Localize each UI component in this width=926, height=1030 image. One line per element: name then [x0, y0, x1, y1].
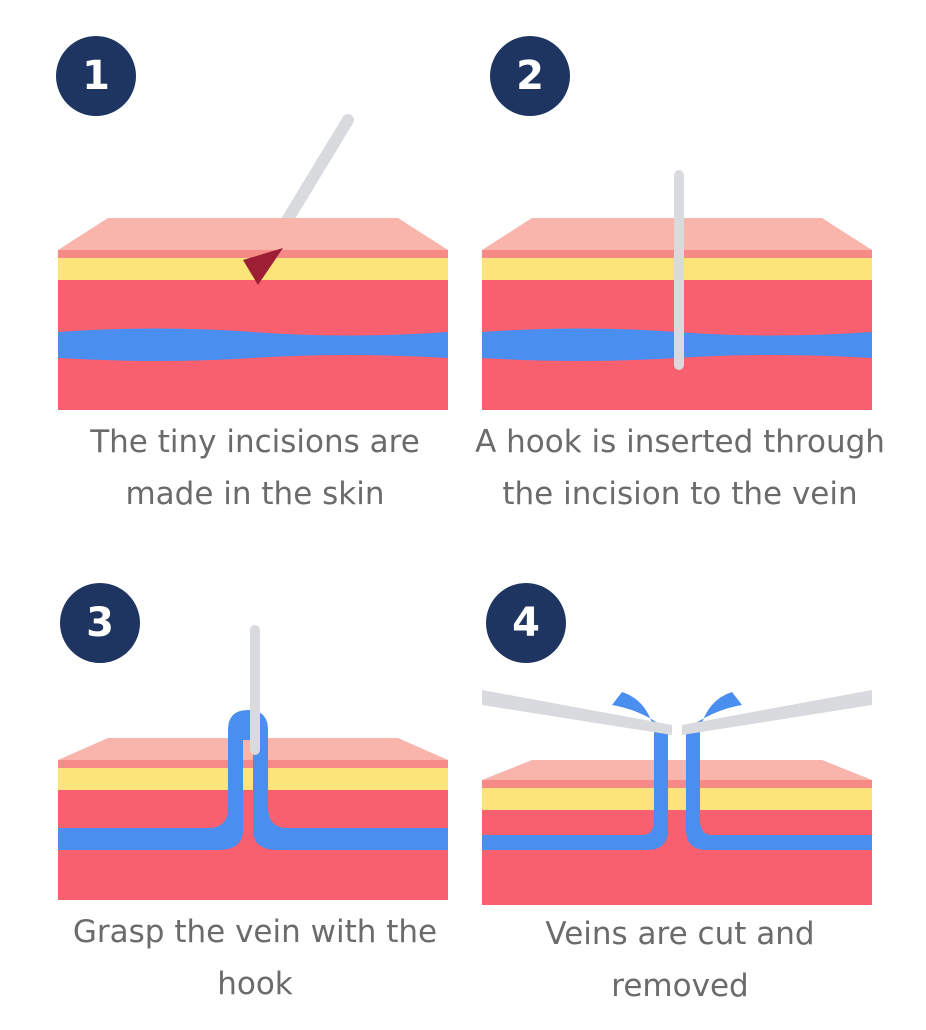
caption-line: Grasp the vein with the — [72, 914, 438, 950]
step-4-badge: 4 — [486, 583, 566, 663]
step-2-illustration — [482, 170, 872, 410]
caption-line: A hook is inserted through — [475, 424, 885, 460]
caption-line: hook — [217, 966, 293, 1002]
step-2-caption: A hook is inserted through the incision … — [460, 416, 900, 520]
step-4-illustration — [482, 690, 872, 905]
step-3-badge: 3 — [60, 583, 140, 663]
caption-line: the incision to the vein — [502, 476, 858, 512]
step-1-caption: The tiny incisions are made in the skin — [35, 416, 475, 520]
step-3-caption: Grasp the vein with the hook — [35, 906, 475, 1010]
step-2-badge: 2 — [490, 36, 570, 116]
caption-line: removed — [611, 968, 749, 1004]
caption-line: made in the skin — [125, 476, 385, 512]
caption-line: The tiny incisions are — [90, 424, 420, 460]
caption-line: Veins are cut and — [545, 916, 815, 952]
step-4-caption: Veins are cut and removed — [460, 908, 900, 1012]
step-1-badge: 1 — [56, 36, 136, 116]
step-3-illustration — [58, 625, 448, 900]
step-1-illustration — [58, 114, 448, 410]
